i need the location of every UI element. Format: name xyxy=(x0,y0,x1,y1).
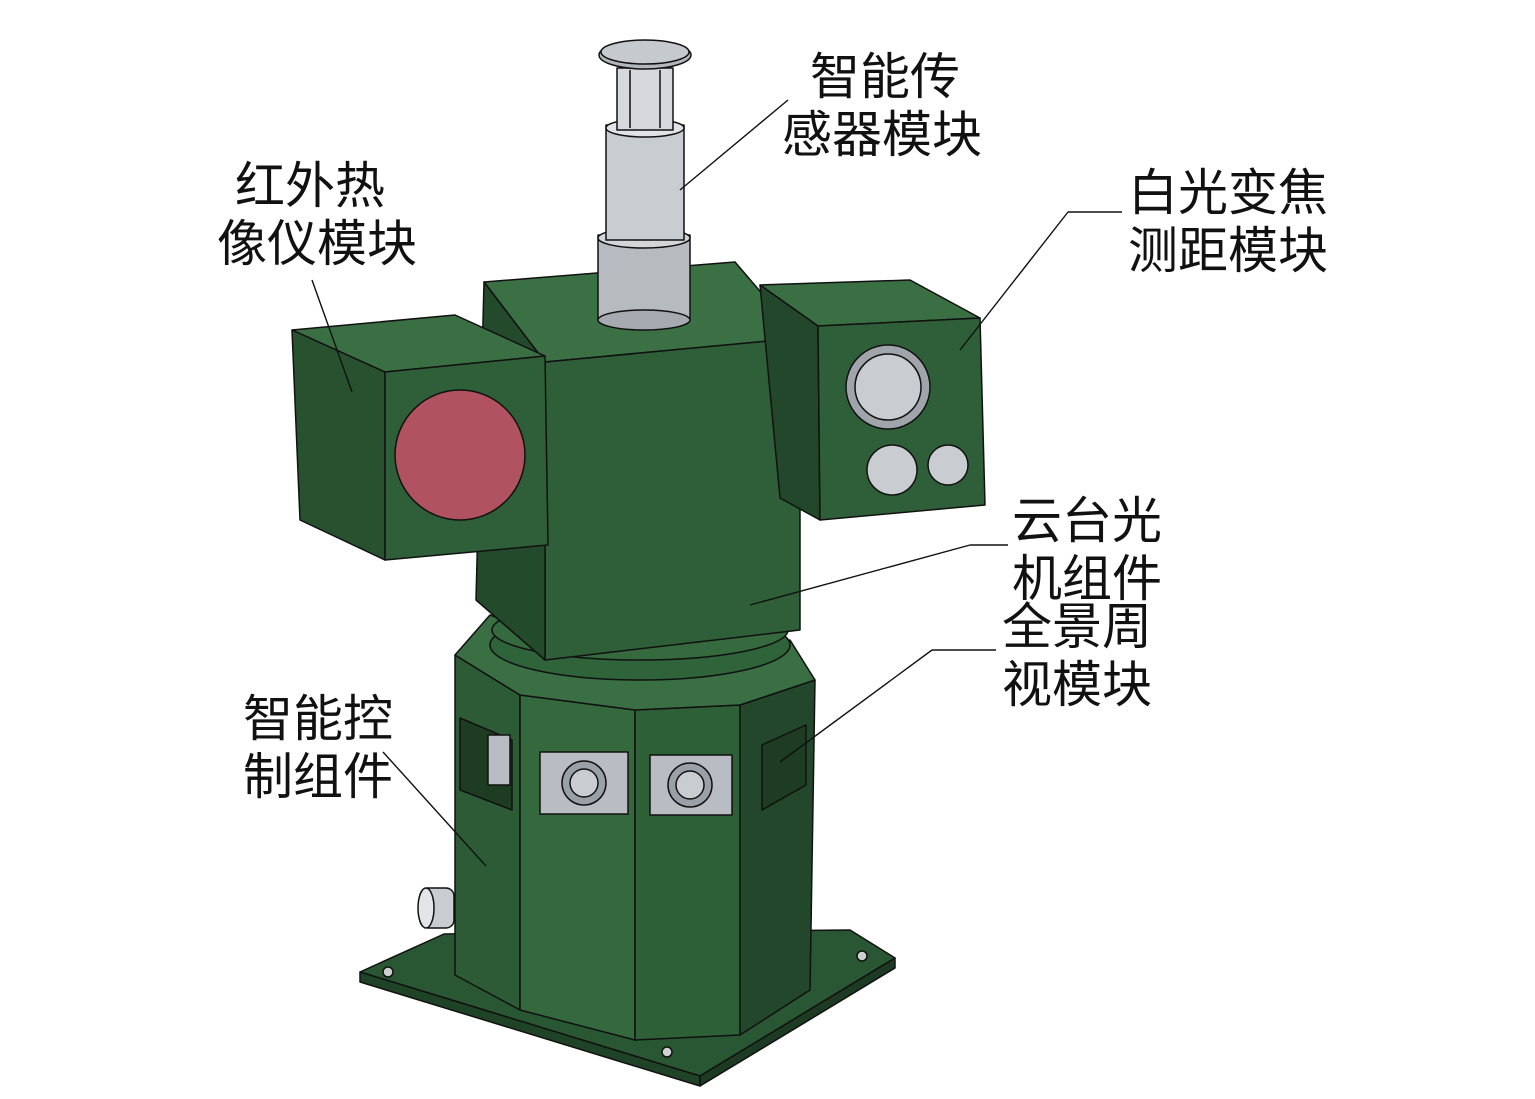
label-control-line2: 制组件 xyxy=(243,748,393,806)
whitelight-module xyxy=(759,279,986,521)
label-panorama-line2: 视模块 xyxy=(1002,656,1152,714)
label-infrared-line1: 红外热 xyxy=(235,157,385,215)
label-whitelight-module: 白光变焦 测距模块 xyxy=(1128,164,1328,280)
infrared-module xyxy=(291,314,549,561)
label-sensor-line1: 智能传 xyxy=(810,48,960,106)
label-infrared-module: 红外热 像仪模块 xyxy=(217,157,417,273)
label-gimbal-line1: 云台光 xyxy=(1012,492,1162,550)
label-control-line1: 智能控 xyxy=(243,690,393,748)
sensor-mast xyxy=(597,39,692,331)
label-panorama-module: 全景周 视模块 xyxy=(1002,598,1152,714)
leader-lines xyxy=(311,99,1122,867)
label-whitelight-line2: 测距模块 xyxy=(1128,222,1328,280)
panorama-windows xyxy=(459,717,807,816)
label-gimbal-line2: 机组件 xyxy=(1012,550,1162,608)
label-control-assembly: 智能控 制组件 xyxy=(243,690,393,806)
label-infrared-line2: 像仪模块 xyxy=(217,215,417,273)
label-whitelight-line1: 白光变焦 xyxy=(1128,164,1328,222)
label-sensor-line2: 感器模块 xyxy=(782,106,982,164)
side-connector xyxy=(417,887,455,929)
label-gimbal-assembly: 云台光 机组件 xyxy=(1012,492,1162,608)
label-panorama-line1: 全景周 xyxy=(1002,598,1152,656)
control-housing xyxy=(454,599,816,1041)
label-sensor-module: 智能传 感器模块 xyxy=(782,48,982,164)
